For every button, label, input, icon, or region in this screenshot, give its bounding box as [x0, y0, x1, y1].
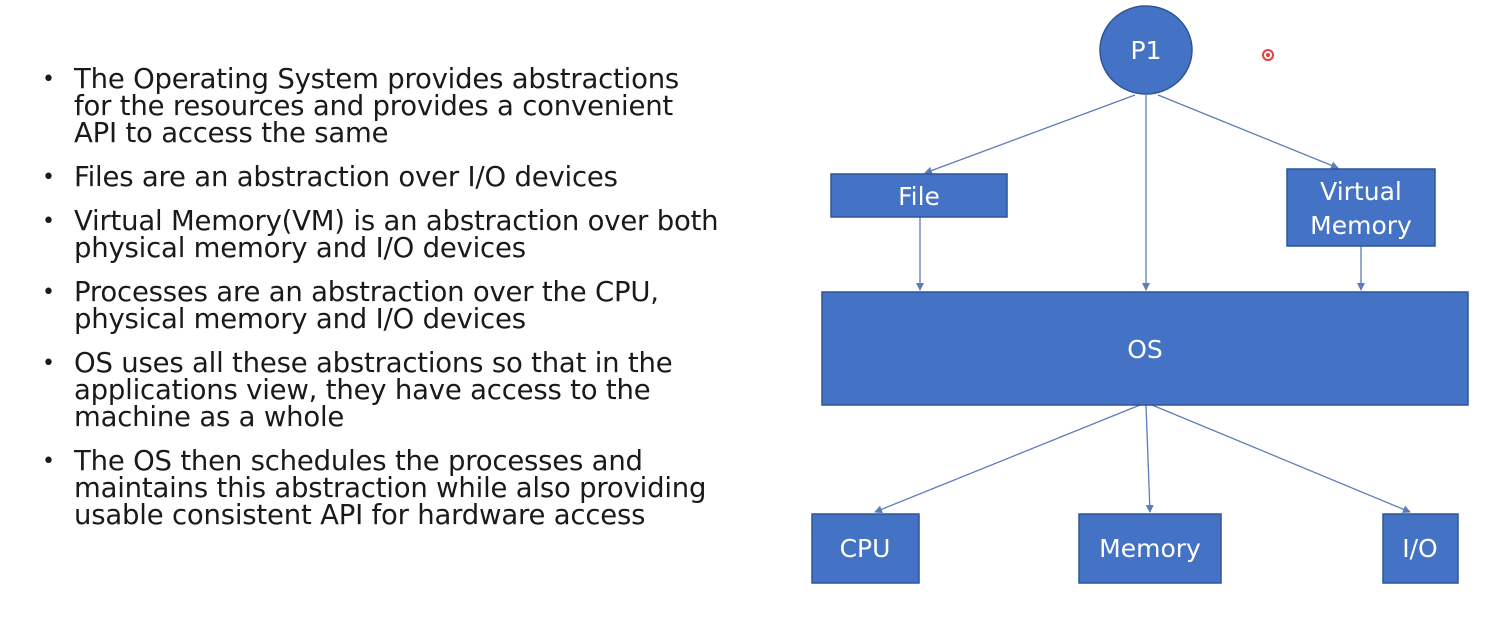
arrow-p1-virtual-memory [1157, 94, 1339, 170]
virtual-memory-label-line2: Memory [1310, 211, 1412, 240]
bullet-marker: • [42, 209, 55, 234]
bullet-item: • OS uses all these abstractions so that … [40, 347, 720, 433]
bullet-marker: • [42, 351, 55, 376]
p1-node: P1 [1099, 5, 1193, 95]
bullet-item: • Files are an abstraction over I/O devic… [40, 161, 720, 193]
bullet-list: • The Operating System provides abstracti… [40, 63, 720, 546]
arrows [874, 94, 1411, 514]
bullet-item: • Virtual Memory(VM) is an abstraction ov… [40, 205, 720, 264]
cpu-node: CPU [811, 513, 920, 584]
bullet-marker: • [42, 67, 55, 92]
bullet-item: • The OS then schedules the processes and… [40, 445, 720, 531]
bullet-marker: • [42, 165, 55, 190]
bullet-text: Files are an abstraction over I/O device… [74, 161, 618, 193]
file-label: File [898, 182, 940, 211]
bullet-text: OS uses all these abstractions so that i… [74, 347, 673, 433]
bullet-text: Processes are an abstraction over the CP… [74, 276, 659, 335]
cpu-label: CPU [840, 534, 891, 563]
bullet-item: • Processes are an abstraction over the C… [40, 276, 720, 335]
bullet-text: The OS then schedules the processes and … [74, 445, 707, 531]
memory-label: Memory [1099, 534, 1201, 563]
arrow-os-io [1151, 404, 1411, 514]
arrow-os-memory [1145, 404, 1154, 513]
bullet-text: Virtual Memory(VM) is an abstraction ove… [74, 205, 719, 264]
arrow-p1-file [924, 94, 1136, 175]
bullet-text: The Operating System provides abstractio… [74, 63, 680, 149]
arrow-os-cpu [874, 404, 1141, 514]
virtual-memory-node: Virtual Memory [1286, 168, 1436, 247]
laser-pointer-icon [1262, 49, 1274, 61]
io-node: I/O [1382, 513, 1459, 584]
io-label: I/O [1402, 534, 1437, 563]
file-node: File [830, 173, 1008, 218]
bullet-marker: • [42, 449, 55, 474]
os-node: OS [821, 291, 1469, 406]
bullet-item: • The Operating System provides abstracti… [40, 63, 720, 149]
p1-label: P1 [1131, 36, 1162, 65]
bullet-marker: • [42, 280, 55, 305]
virtual-memory-label-line1: Virtual [1320, 177, 1402, 206]
os-label: OS [1127, 335, 1163, 364]
memory-node: Memory [1078, 513, 1222, 584]
